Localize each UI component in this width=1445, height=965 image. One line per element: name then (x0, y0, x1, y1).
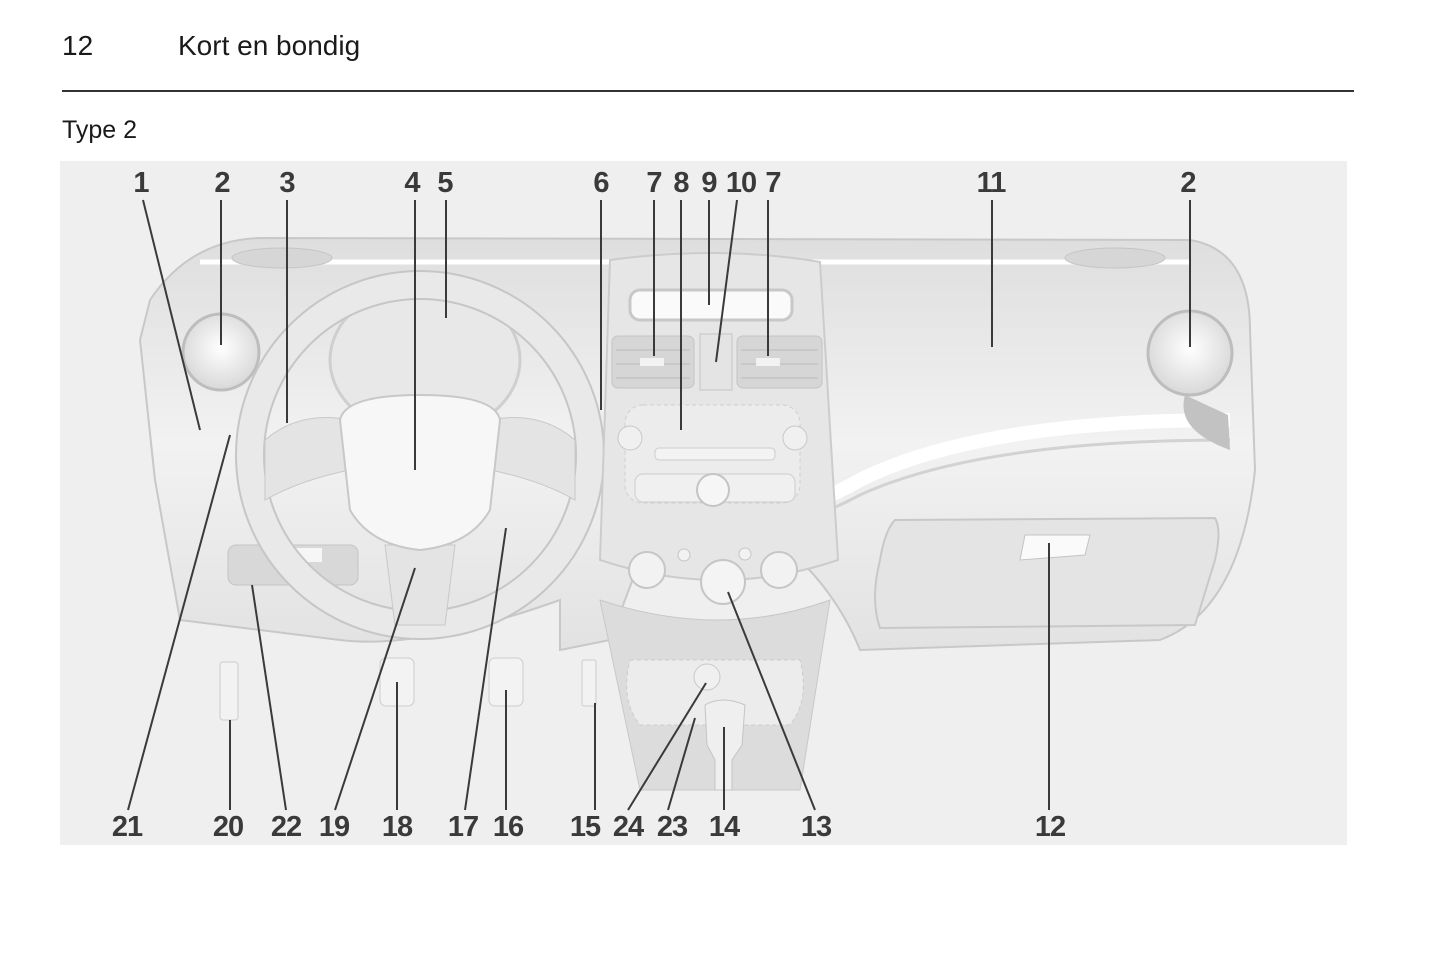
callout-17: 17 (447, 811, 479, 843)
callout-20: 20 (212, 811, 244, 843)
header-rule (62, 90, 1354, 92)
callout-23: 23 (656, 811, 688, 843)
callout-3: 3 (279, 167, 295, 199)
callout-22: 22 (270, 811, 302, 843)
callout-16: 16 (492, 811, 524, 843)
dashboard-drawing (127, 199, 1257, 811)
callout-14: 14 (708, 811, 740, 843)
section-title: Kort en bondig (178, 30, 361, 61)
dashboard-illustration: 1 2 3 4 5 6 7 8 9 10 7 11 2 21 20 22 19 … (60, 161, 1347, 845)
callout-1: 1 (133, 167, 149, 199)
callout-2-right: 2 (1180, 167, 1196, 199)
callout-7-left: 7 (646, 167, 662, 199)
callout-7-right: 7 (765, 167, 781, 199)
callout-10: 10 (725, 167, 757, 199)
callout-4: 4 (404, 167, 420, 199)
callout-15: 15 (569, 811, 601, 843)
callout-12: 12 (1034, 811, 1066, 843)
callout-24: 24 (612, 811, 644, 843)
callout-19: 19 (318, 811, 350, 843)
page-number: 12 (62, 30, 94, 61)
figure-title: Type 2 (62, 116, 138, 144)
callout-9: 9 (701, 167, 717, 199)
callout-5: 5 (437, 167, 453, 199)
callout-8: 8 (673, 167, 689, 199)
callout-6: 6 (593, 167, 609, 199)
callout-21: 21 (111, 811, 143, 843)
callout-2-left: 2 (214, 167, 230, 199)
callout-18: 18 (381, 811, 413, 843)
callout-13: 13 (800, 811, 832, 843)
callout-11: 11 (976, 167, 1007, 199)
